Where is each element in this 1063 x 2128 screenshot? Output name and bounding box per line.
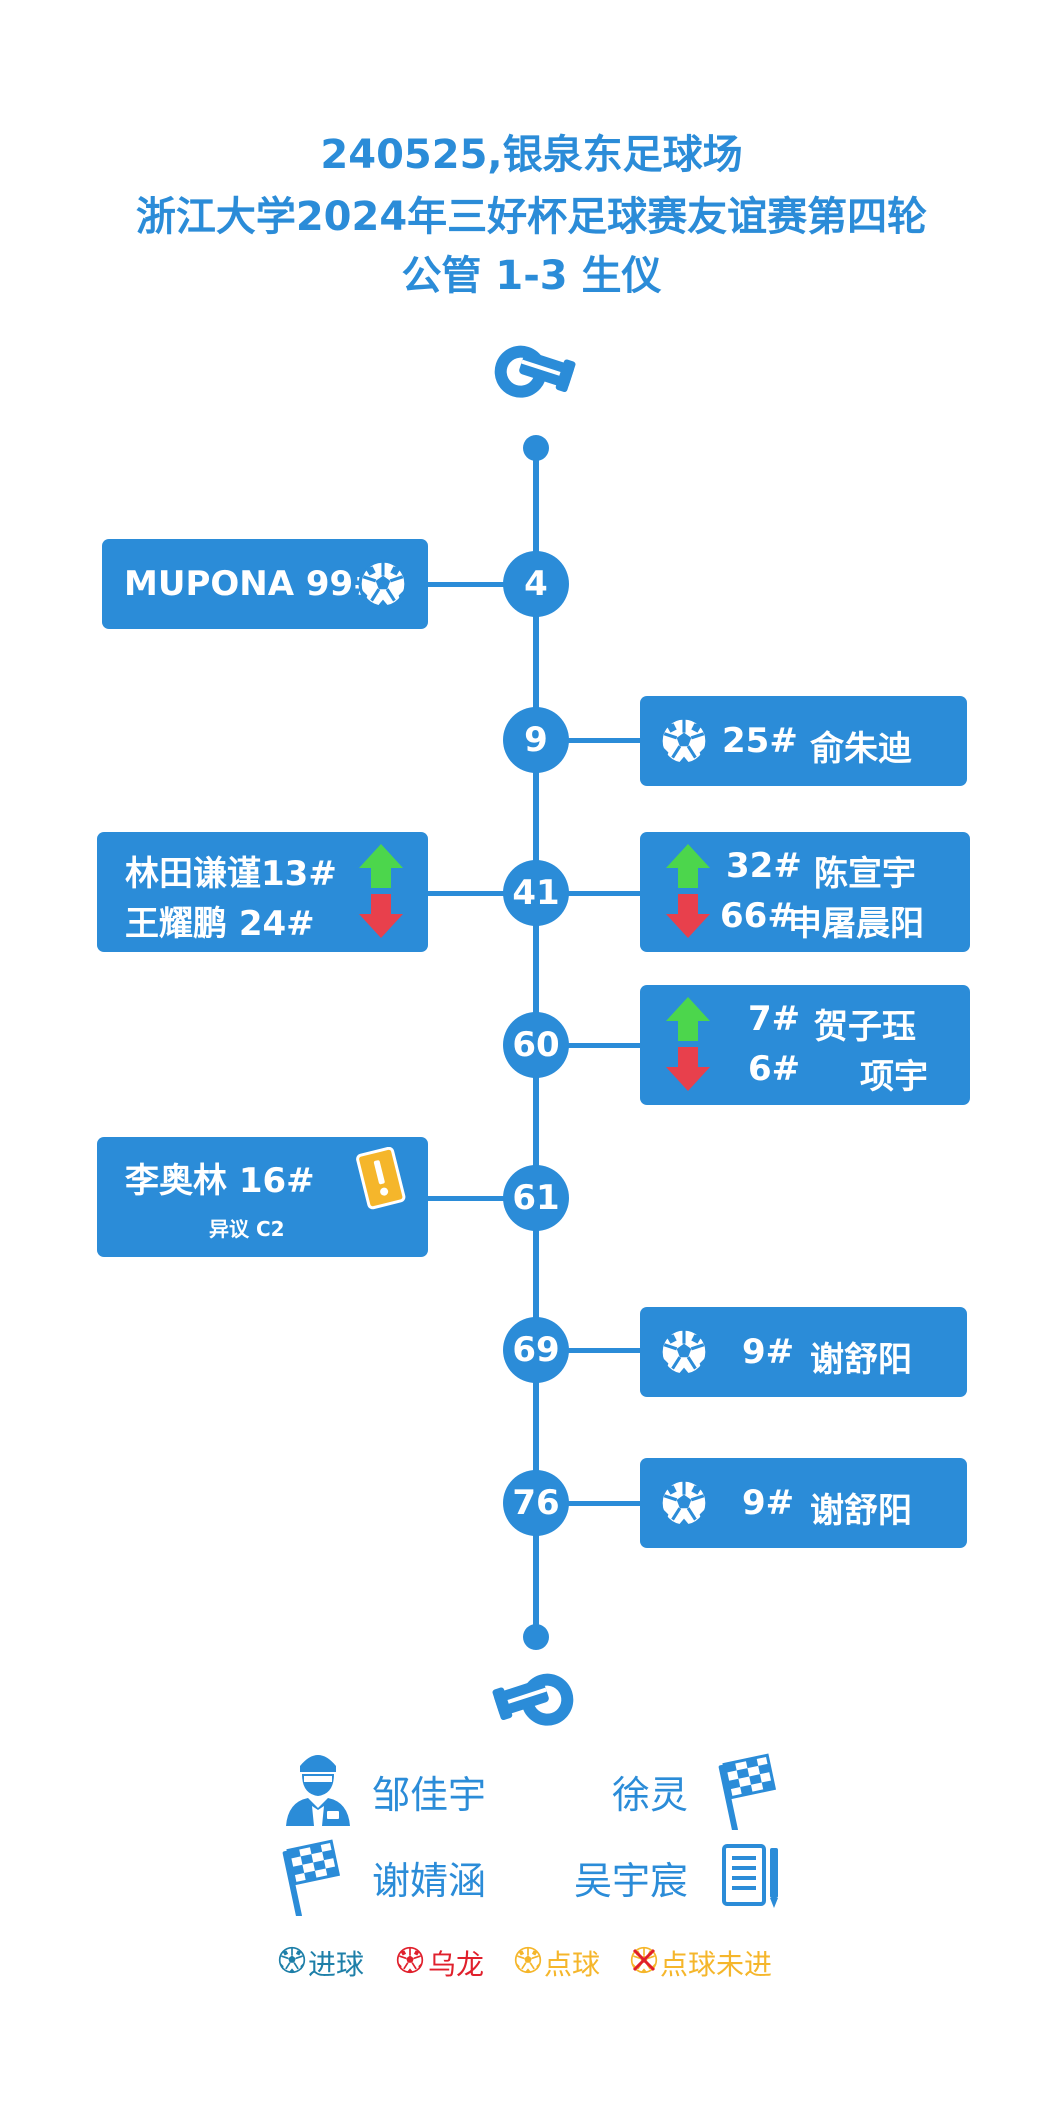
goal-legend-icon (278, 1946, 306, 1974)
soccer-ball-icon (658, 715, 710, 767)
penalty-missed-legend-icon (630, 1946, 658, 1974)
substitution-event-card: 7# 贺子珏 6# 项宇 (640, 985, 970, 1105)
minute-marker: 9 (503, 707, 569, 773)
sub-out-name: 项宇 (860, 1057, 928, 1097)
connector (568, 1043, 640, 1048)
assistant-referee-name: 徐灵 (612, 1773, 689, 1817)
goal-player-number: 9# (742, 1332, 795, 1372)
substitution-arrows-icon (666, 844, 710, 938)
connector (568, 1348, 640, 1353)
referee-name: 邹佳宇 (372, 1773, 487, 1817)
connector (568, 1501, 640, 1506)
sub-out-number: 66# (720, 896, 796, 936)
sub-in-name: 贺子珏 (814, 1007, 916, 1047)
sub-in-number: 7# (748, 999, 801, 1039)
legend-own-goal-label: 乌龙 (428, 1948, 485, 1981)
flag-icon (718, 1753, 777, 1830)
minute-marker: 41 (503, 860, 569, 926)
timeline-start-dot (523, 435, 549, 461)
goal-event-card: 25# 俞朱迪 (640, 696, 967, 786)
connector (428, 891, 504, 896)
soccer-ball-icon (357, 558, 409, 610)
yellow-card-event-card: 李奥林 16# 异议 C2 (97, 1137, 428, 1257)
yellow-card-icon (356, 1147, 406, 1210)
booking-reason: 异议 C2 (209, 1217, 285, 1241)
minute-marker: 60 (503, 1012, 569, 1078)
sub-in-number: 32# (726, 846, 802, 886)
goal-player-name: 俞朱迪 (810, 729, 912, 769)
sub-out-number: 6# (748, 1049, 801, 1089)
legend-penalty-label: 点球 (544, 1948, 601, 1981)
connector (428, 1196, 504, 1201)
soccer-ball-icon (658, 1477, 710, 1529)
substitution-event-card: 32# 陈宣宇 66# 申屠晨阳 (640, 832, 970, 952)
sub-out-name: 申屠晨阳 (788, 904, 924, 944)
goal-event-card: 9# 谢舒阳 (640, 1458, 967, 1548)
substitution-arrows-icon (359, 844, 403, 938)
match-venue-title: 240525,银泉东足球场 (320, 132, 743, 178)
connector (428, 582, 504, 587)
substitution-event-card: 林田谦谨13# 王耀鹏 24# (97, 832, 428, 952)
goal-event-card: MUPONA 99# (102, 539, 428, 629)
minute-marker: 61 (503, 1165, 569, 1231)
minute-marker: 69 (503, 1317, 569, 1383)
goal-player-number: 9# (742, 1483, 795, 1523)
goal-event-card: 9# 谢舒阳 (640, 1307, 967, 1397)
kickoff-whistle-icon (494, 345, 576, 398)
own-goal-legend-icon (396, 1946, 424, 1974)
goal-player-number: 25# (722, 721, 798, 761)
soccer-ball-icon (658, 1326, 710, 1378)
booked-player: 李奥林 16# (125, 1161, 315, 1201)
substitution-arrows-icon (666, 997, 710, 1091)
minute-marker: 76 (503, 1470, 569, 1536)
goal-player-name: 谢舒阳 (810, 1340, 912, 1380)
timeline-end-dot (523, 1624, 549, 1650)
sub-out-player: 王耀鹏 24# (125, 904, 315, 944)
flag-icon (282, 1839, 341, 1916)
goal-player: MUPONA 99# (124, 564, 382, 604)
legend-goal-label: 进球 (308, 1948, 365, 1981)
minute-marker: 4 (503, 551, 569, 617)
referee-icon (286, 1755, 350, 1826)
score-title: 公管 1-3 生仪 (401, 253, 662, 299)
connector (568, 891, 640, 896)
competition-title: 浙江大学2024年三好杯足球赛友谊赛第四轮 (135, 194, 928, 240)
sub-in-player: 林田谦谨13# (125, 854, 337, 894)
goal-player-name: 谢舒阳 (810, 1491, 912, 1531)
fulltime-whistle-icon (492, 1673, 574, 1726)
assistant-referee-name: 谢婧涵 (372, 1859, 487, 1903)
penalty-legend-icon (514, 1946, 542, 1974)
legend-penalty-missed-label: 点球未进 (660, 1948, 773, 1981)
connector (568, 738, 640, 743)
fourth-official-name: 吴宇宸 (574, 1859, 689, 1903)
sub-in-name: 陈宣宇 (814, 854, 916, 894)
notepad-icon (722, 1844, 778, 1908)
